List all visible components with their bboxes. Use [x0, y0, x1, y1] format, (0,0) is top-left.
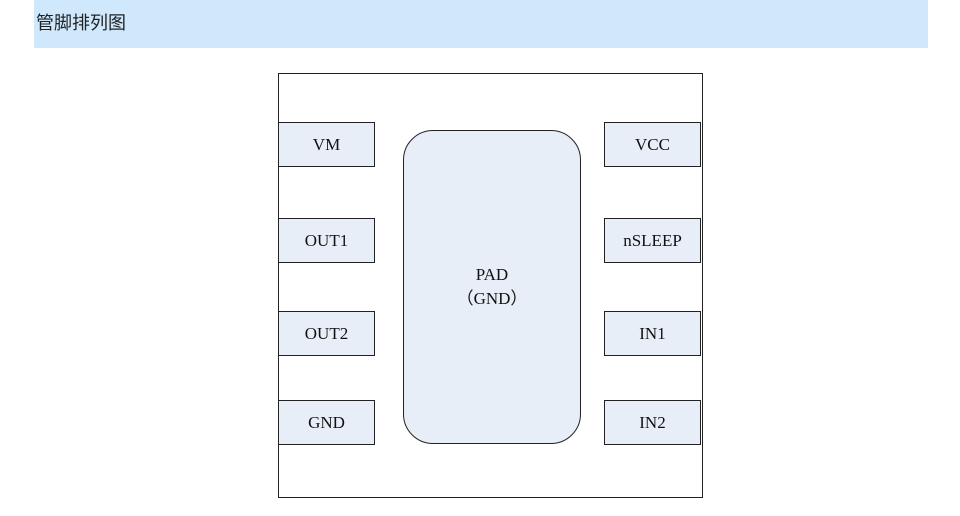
- pin-out1: OUT1: [278, 218, 375, 263]
- section-title: 管脚排列图: [36, 13, 126, 34]
- pin-out2: OUT2: [278, 311, 375, 356]
- pin-gnd: GND: [278, 400, 375, 445]
- pin-vcc: VCC: [604, 122, 701, 167]
- section-header: 管脚排列图: [34, 0, 928, 48]
- exposed-pad: PAD （GND）: [403, 130, 581, 444]
- pad-label: PAD: [475, 265, 509, 284]
- pad-sublabel: （GND）: [456, 289, 528, 308]
- pin-nsleep: nSLEEP: [604, 218, 701, 263]
- ic-package-outline: VM OUT1 OUT2 GND PAD （GND） VCC nSLEEP IN…: [278, 73, 703, 498]
- pin-in2: IN2: [604, 400, 701, 445]
- pin-vm: VM: [278, 122, 375, 167]
- pin-in1: IN1: [604, 311, 701, 356]
